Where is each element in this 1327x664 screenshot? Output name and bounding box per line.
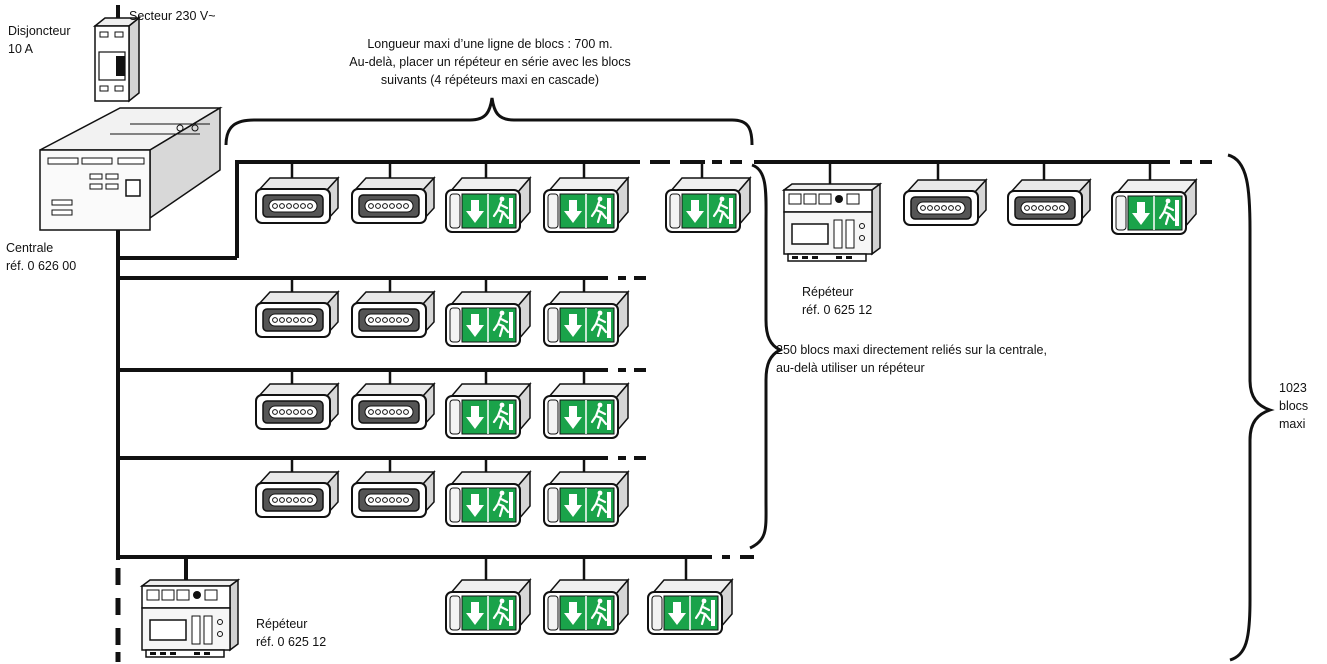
total-limit-line1: 1023 [1279,381,1307,395]
exit-sign-block-icon [444,176,532,234]
repeater-top-label-line1: Répéteur [802,285,854,299]
central-label-line2: réf. 0 626 00 [6,259,77,273]
total-limit-line3: maxi [1279,417,1306,431]
exit-sign-block-icon [542,382,630,440]
wiring [115,5,1212,662]
supply-label-text: Secteur 230 V [129,9,209,23]
central-unit-icon [39,106,223,231]
led-emergency-block-icon [255,291,339,338]
repeater-bottom-label: Répéteur réf. 0 625 12 [256,615,326,651]
breaker-label-line2: 10 A [8,42,34,56]
led-emergency-block-icon [903,179,987,226]
central-label-line1: Centrale [6,241,54,255]
exit-sign-block-icon [542,578,630,636]
brace-line-length [224,97,754,146]
central-label: Centrale réf. 0 626 00 [6,239,76,275]
repeater-bottom-label-line2: réf. 0 625 12 [256,635,327,649]
exit-sign-block-icon [646,578,734,636]
led-emergency-block-icon [351,471,435,518]
repeater-top-label-line2: réf. 0 625 12 [802,303,873,317]
exit-sign-block-icon [444,578,532,636]
brace-250-blocks [749,163,784,550]
max-line-note-line3: suivants (4 répéteurs maxi en cascade) [380,73,600,87]
repeater-module-icon [783,183,881,262]
exit-sign-block-icon [444,382,532,440]
max-line-note-line1: Longueur maxi d’une ligne de blocs : 700… [367,37,613,51]
exit-sign-block-icon [444,470,532,528]
total-limit-label: 1023 blocs maxi [1279,379,1308,433]
total-limit-line2: blocs [1279,399,1309,413]
exit-sign-block-icon [542,176,630,234]
led-emergency-block-icon [351,291,435,338]
supply-label: Secteur 230 V~ [129,7,216,25]
led-emergency-block-icon [255,471,339,518]
central-limit-note: 250 blocs maxi directement reliés sur la… [776,341,1047,377]
central-limit-note-line2: au-delà utiliser un répéteur [776,361,925,375]
brace-1023-blocks [1227,153,1275,662]
exit-sign-block-icon [542,290,630,348]
led-emergency-block-icon [1007,179,1091,226]
led-emergency-block-icon [351,177,435,224]
exit-sign-block-icon [444,290,532,348]
repeater-bottom-label-line1: Répéteur [256,617,308,631]
led-emergency-block-icon [351,383,435,430]
max-line-length-note: Longueur maxi d’une ligne de blocs : 700… [300,35,680,89]
circuit-breaker-icon [92,16,142,103]
max-line-note-line2: Au-delà, placer un répéteur en série ave… [349,55,631,69]
exit-sign-block-icon [664,176,752,234]
led-emergency-block-icon [255,177,339,224]
breaker-label: Disjoncteur 10 A [8,22,71,58]
ac-symbol: ~ [208,9,216,23]
led-emergency-block-icon [255,383,339,430]
breaker-label-line1: Disjoncteur [8,24,71,38]
repeater-top-label: Répéteur réf. 0 625 12 [802,283,872,319]
exit-sign-block-icon [1110,178,1198,236]
central-limit-note-line1: 250 blocs maxi directement reliés sur la… [776,343,1047,357]
exit-sign-block-icon [542,470,630,528]
repeater-module-icon [141,579,239,658]
